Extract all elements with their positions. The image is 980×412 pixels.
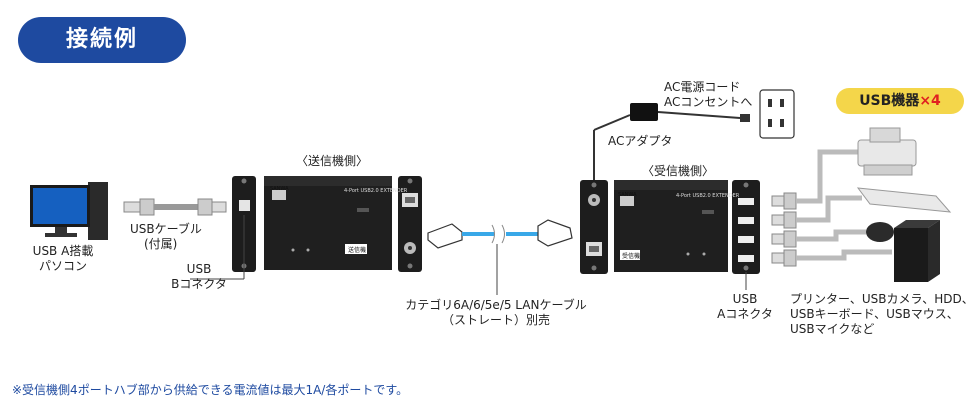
- devices-label-line2: USBキーボード、USBマウス、: [790, 307, 959, 321]
- ac-adapter-icon: [593, 103, 750, 180]
- sender-brand-text: SANWA: [270, 186, 289, 192]
- b-connector-label-line2: Bコネクタ: [171, 277, 227, 291]
- a-connector-label: USB Aコネクタ: [712, 292, 778, 322]
- lan-cable-label: カテゴリ6A/6/5e/5 LANケーブル （ストレート）別売: [396, 298, 596, 328]
- footnote: ※受信機側4ポートハブ部から供給できる電流値は最大1A/各ポートです。: [12, 383, 409, 397]
- lan-cable-label-line2: （ストレート）別売: [441, 313, 550, 327]
- sender-side-panel: [232, 176, 256, 279]
- sender-label: 〈送信機側〉: [296, 154, 369, 168]
- ac-cord-label-line1: AC電源コード: [664, 80, 741, 94]
- pc-label: USB A搭載 パソコン: [28, 244, 98, 274]
- usb-cable-icon: [123, 198, 227, 216]
- lan-cable-icon: [427, 219, 573, 249]
- usb-cable-label: USBケーブル (付属): [130, 222, 202, 252]
- pc-icon: [30, 182, 108, 240]
- sender-lan-panel: [398, 176, 422, 272]
- receiver-usb-panel: [732, 180, 760, 274]
- page-title: 接続例: [18, 17, 186, 63]
- pc-label-line2: パソコン: [38, 259, 87, 273]
- ac-cord-label: AC電源コード ACコンセントへ: [664, 80, 752, 110]
- devices-label-line3: USBマイクなど: [790, 322, 875, 336]
- devices-label-line1: プリンター、USBカメラ、HDD、: [790, 292, 974, 306]
- ac-cord-label-line2: ACコンセントへ: [664, 95, 753, 109]
- receiver-unit: [614, 180, 728, 272]
- sender-model-text: 4-Port USB2.0 EXTENDER: [344, 188, 408, 194]
- usb-device-badge: USB機器×4: [836, 88, 964, 114]
- b-connector-label-line1: USB: [186, 262, 212, 276]
- a-connector-label-line2: Aコネクタ: [717, 307, 773, 321]
- usb-cable-label-line2: (付属): [144, 237, 178, 251]
- b-connector-label: USB Bコネクタ: [164, 262, 234, 292]
- lan-cable-label-line1: カテゴリ6A/6/5e/5 LANケーブル: [405, 298, 587, 312]
- usb-badge-text: USB機器: [859, 93, 920, 109]
- receiver-brand-text: SANWA: [618, 192, 637, 198]
- usb-badge-count: ×4: [919, 93, 941, 109]
- sender-unit: [264, 176, 392, 270]
- pc-label-line1: USB A搭載: [32, 244, 94, 258]
- a-connector-label-line1: USB: [732, 292, 758, 306]
- sender-tag-text: 送信機: [348, 247, 367, 254]
- mouse-icon: [866, 222, 894, 242]
- outlet-icon: [759, 89, 795, 139]
- ac-adapter-label: ACアダプタ: [608, 134, 673, 148]
- receiver-tag-text: 受信機: [622, 253, 641, 260]
- keyboard-icon: [856, 187, 952, 213]
- printer-icon: [857, 127, 917, 176]
- usb-device-cables: [771, 149, 892, 267]
- usb-cable-label-line1: USBケーブル: [130, 222, 202, 236]
- hdd-icon: [894, 220, 940, 282]
- devices-label: プリンター、USBカメラ、HDD、 USBキーボード、USBマウス、 USBマイ…: [790, 292, 974, 337]
- receiver-label: 〈受信機側〉: [642, 164, 715, 178]
- receiver-lan-panel: [580, 180, 608, 274]
- receiver-model-text: 4-Port USB2.0 EXTENDER: [676, 193, 740, 199]
